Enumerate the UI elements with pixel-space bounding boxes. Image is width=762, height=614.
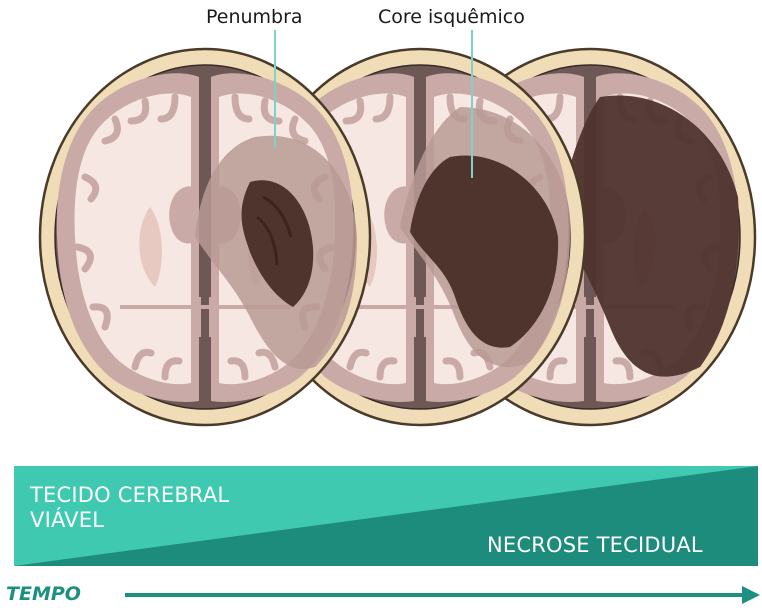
core-label: Core isquêmico	[378, 6, 525, 28]
viable-tissue-label-line1: TECIDO CEREBRAL	[30, 483, 229, 507]
necrosis-label: NECROSE TECIDUAL	[487, 533, 703, 557]
penumbra-label: Penumbra	[206, 6, 303, 28]
time-label: TEMPO	[6, 583, 81, 605]
viable-tissue-label-line2: VIÁVEL	[30, 508, 104, 532]
brain-early	[40, 49, 370, 425]
right-arrow-icon	[742, 586, 760, 604]
